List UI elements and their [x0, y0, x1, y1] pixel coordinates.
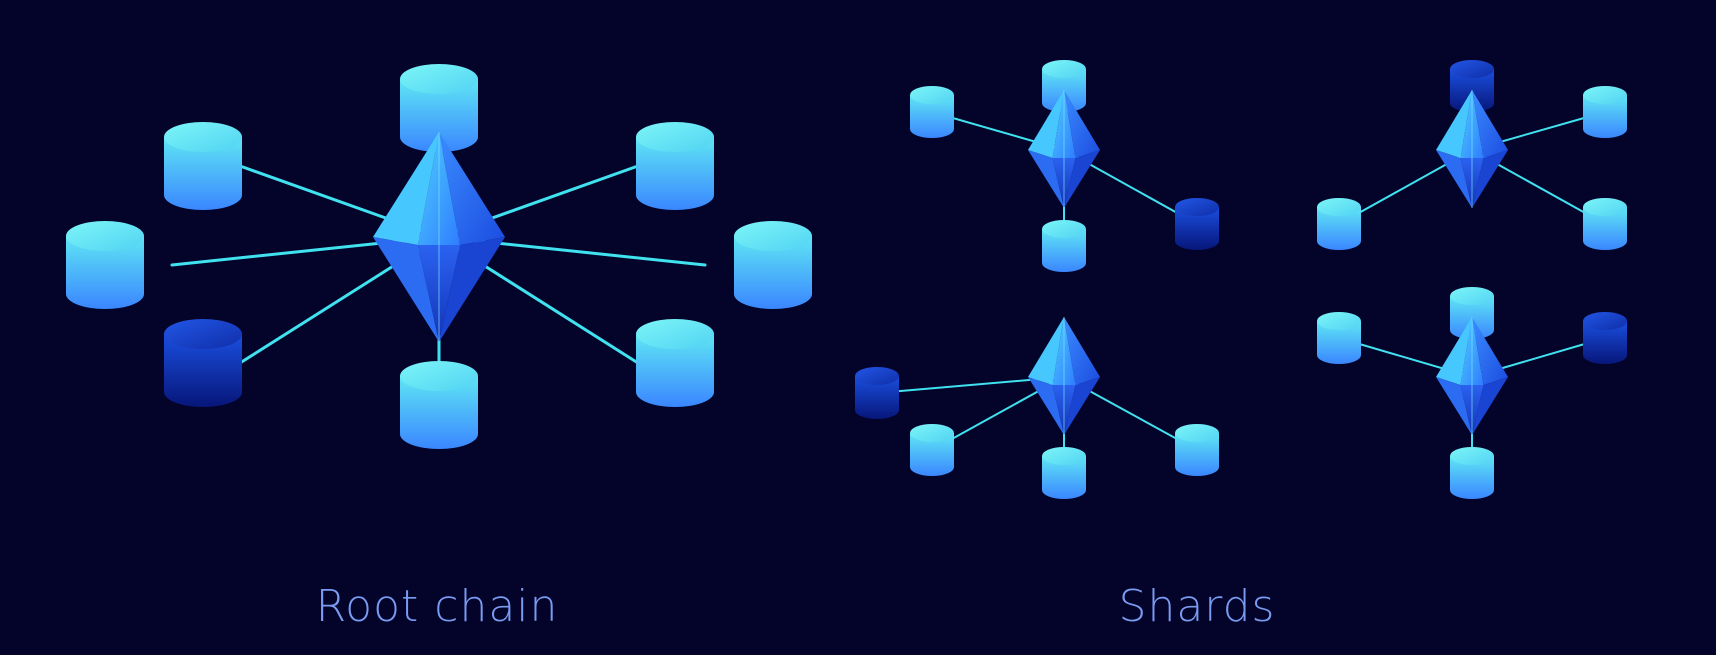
- root-node-top-body: [400, 79, 478, 152]
- shard-1-node-right-body: [1175, 207, 1219, 250]
- shard-2-hub: [1436, 90, 1508, 208]
- shard-2-node-right-top-body: [1583, 95, 1627, 138]
- shard-4-hub-facet-1: [1436, 317, 1472, 385]
- shard-1-hub-facet-3: [1064, 90, 1100, 158]
- shard-4-hub-facet-6: [1472, 377, 1508, 435]
- root-node-left-top: [66, 221, 144, 251]
- root-node-upper-right-body: [636, 137, 714, 210]
- shard-4-node-right-body: [1583, 321, 1627, 364]
- shard-1-hub: [1028, 90, 1100, 208]
- root-node-upper-left-body: [164, 137, 242, 210]
- shard-1-node-top-top: [1042, 60, 1086, 78]
- shard-2-hub-facet-3: [1472, 90, 1508, 158]
- root-hub-facet-3: [439, 132, 505, 245]
- shard-4-node-top-top: [1450, 287, 1494, 305]
- shard-3-node-left-top: [910, 424, 954, 442]
- shard-1-hub-facet-4: [1028, 150, 1064, 208]
- root-node-lower-left-body: [164, 334, 242, 407]
- shard-1-node-bottom: [1042, 220, 1086, 272]
- root-node-lower-right-top: [636, 319, 714, 349]
- shard-2-hub-facet-6: [1472, 150, 1508, 208]
- shard-1-node-right-top: [1175, 198, 1219, 216]
- shard-1-hub-facet-6: [1064, 150, 1100, 208]
- shard-4-node-bottom: [1450, 447, 1494, 499]
- root-node-lower-right: [636, 319, 714, 407]
- root-node-top: [400, 64, 478, 152]
- root-node-upper-left: [164, 122, 242, 210]
- root-node-bottom-top: [400, 361, 478, 391]
- shard-2-node-right-bottom-top: [1583, 198, 1627, 216]
- shard-4-hub: [1436, 317, 1508, 435]
- shard-1-node-left-body: [910, 95, 954, 138]
- shard-1-node-right: [1175, 198, 1219, 250]
- root-node-lower-right-body: [636, 334, 714, 407]
- root-node-top-top: [400, 64, 478, 94]
- shard-2-node-left-top: [1317, 198, 1361, 216]
- root-hub-facet-1: [373, 132, 439, 245]
- shard-3-node-bottom-body: [1042, 456, 1086, 499]
- shard-3-hub-facet-1: [1028, 317, 1064, 385]
- shard-4-hub-facet-4: [1436, 377, 1472, 435]
- shard-3-hub-facet-6: [1064, 377, 1100, 435]
- shard-1-node-bottom-top: [1042, 220, 1086, 238]
- shard-4-node-right-top: [1583, 312, 1627, 330]
- shard-3-node-bottom: [1042, 447, 1086, 499]
- root-node-left-body: [66, 236, 144, 309]
- shard-3-node-far-left: [855, 367, 899, 419]
- root-node-lower-left: [164, 319, 242, 407]
- shard-4-hub-facet-3: [1472, 317, 1508, 385]
- shard-3-node-far-left-top: [855, 367, 899, 385]
- shard-3-node-right-top: [1175, 424, 1219, 442]
- shard-2-node-right-bottom: [1583, 198, 1627, 250]
- root-chain-label: Root chain: [315, 581, 559, 632]
- shard-4-node-right: [1583, 312, 1627, 364]
- shard-3-hub-facet-4: [1028, 377, 1064, 435]
- shard-3-node-left: [910, 424, 954, 476]
- shard-2-node-right-bottom-body: [1583, 207, 1627, 250]
- shard-3-hub-facet-3: [1064, 317, 1100, 385]
- shard-1-node-bottom-body: [1042, 229, 1086, 272]
- shard-2-node-right-top-top: [1583, 86, 1627, 104]
- shard-3-node-far-left-body: [855, 376, 899, 419]
- root-node-right-body: [734, 236, 812, 309]
- root-node-right: [734, 221, 812, 309]
- shard-4-node-left-body: [1317, 321, 1361, 364]
- shard-2-node-right-top: [1583, 86, 1627, 138]
- shard-3-hub: [1028, 317, 1100, 435]
- root-node-lower-left-top: [164, 319, 242, 349]
- shard-4-node-bottom-body: [1450, 456, 1494, 499]
- shard-1-node-left-top: [910, 86, 954, 104]
- shard-4-node-left: [1317, 312, 1361, 364]
- root-node-upper-right: [636, 122, 714, 210]
- shard-3-node-bottom-top: [1042, 447, 1086, 465]
- root-node-upper-right-top: [636, 122, 714, 152]
- shard-4-node-left-top: [1317, 312, 1361, 330]
- root-hub-facet-6: [439, 237, 505, 342]
- root-node-left: [66, 221, 144, 309]
- root-hub: [373, 132, 505, 342]
- root-node-right-top: [734, 221, 812, 251]
- shard-4-node-bottom-top: [1450, 447, 1494, 465]
- root-node-upper-left-top: [164, 122, 242, 152]
- shard-1-hub-facet-1: [1028, 90, 1064, 158]
- shard-2-node-left-body: [1317, 207, 1361, 250]
- root-node-bottom-body: [400, 376, 478, 449]
- shard-3-node-right: [1175, 424, 1219, 476]
- root-hub-facet-4: [373, 237, 439, 342]
- shard-3-node-right-body: [1175, 433, 1219, 476]
- shard-2-node-top-top: [1450, 60, 1494, 78]
- shard-2-hub-facet-4: [1436, 150, 1472, 208]
- root-node-bottom: [400, 361, 478, 449]
- shard-2-hub-facet-1: [1436, 90, 1472, 158]
- shard-2-node-left: [1317, 198, 1361, 250]
- shard-3-node-left-body: [910, 433, 954, 476]
- shards-label: Shards: [1118, 581, 1276, 632]
- shard-1-node-left: [910, 86, 954, 138]
